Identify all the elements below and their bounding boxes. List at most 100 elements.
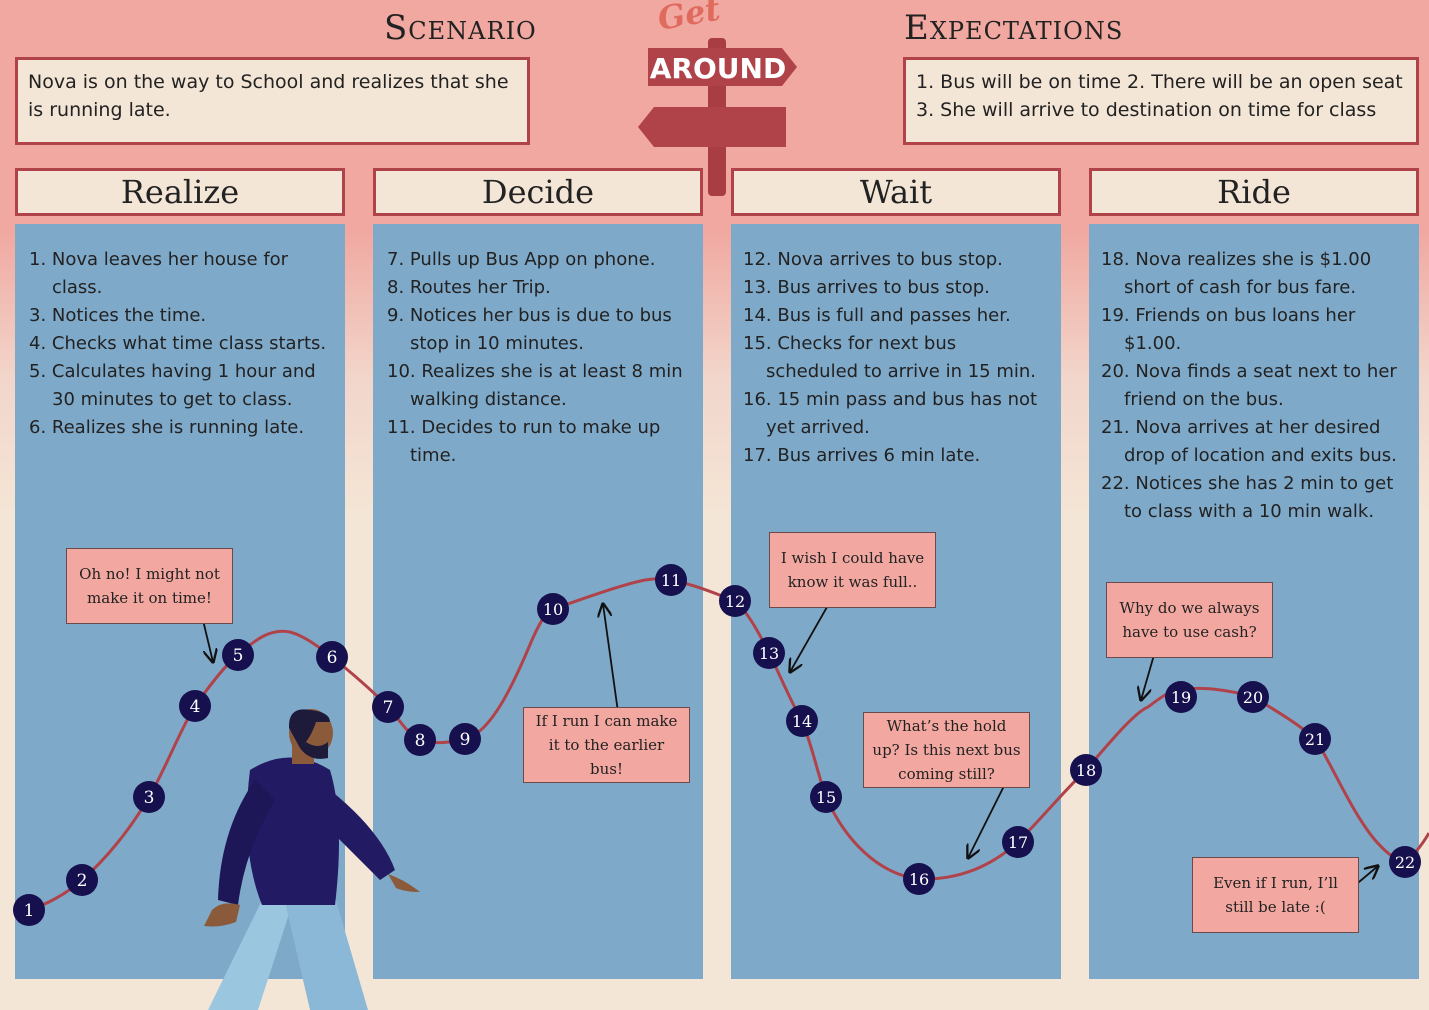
thought-bubble-ride-cash: Why do we always have to use cash? <box>1106 582 1273 658</box>
step-node-circle <box>1389 846 1421 878</box>
step-node-16: 16 <box>903 863 935 895</box>
step-node-12: 12 <box>719 585 751 617</box>
step-item: 16. 15 min pass and bus has not yet arri… <box>743 389 1038 438</box>
step-node-circle <box>222 639 254 671</box>
phase-header-decide: Decide <box>373 168 703 216</box>
step-item: 9. Notices her bus is due to bus stop in… <box>387 305 672 354</box>
step-node-14: 14 <box>786 705 818 737</box>
step-node-15: 15 <box>810 781 842 813</box>
step-node-label: 6 <box>327 648 338 668</box>
step-item: 17. Bus arrives 6 min late. <box>743 445 981 466</box>
step-node-circle <box>1299 723 1331 755</box>
step-node-label: 1 <box>24 901 35 921</box>
step-node-circle <box>449 723 481 755</box>
step-item: 1. Nova leaves her house for class. <box>29 249 289 298</box>
step-node-circle <box>1237 681 1269 713</box>
step-node-circle <box>133 781 165 813</box>
step-node-circle <box>903 863 935 895</box>
step-item: 8. Routes her Trip. <box>387 277 551 298</box>
step-node-10: 10 <box>537 593 569 625</box>
step-node-8: 8 <box>404 724 436 756</box>
thought-bubble-realize: Oh no! I might not make it on time! <box>66 548 233 624</box>
scenario-box: Nova is on the way to School and realize… <box>15 57 530 145</box>
expectation-line-1: 1. Bus will be on time 2. There will be … <box>916 71 1403 93</box>
step-item: 3. Notices the time. <box>29 305 207 326</box>
thought-bubble-wait-full: I wish I could have know it was full.. <box>769 532 936 608</box>
step-node-label: 7 <box>383 698 394 718</box>
step-node-circle <box>1165 681 1197 713</box>
thought-bubble-wait-holdup: What’s the hold up? Is this next bus com… <box>863 712 1030 788</box>
step-item: 22. Notices she has 2 min to get to clas… <box>1101 473 1394 522</box>
steps-list-ride: 18. Nova realizes she is $1.00 short of … <box>1101 246 1411 526</box>
step-node-9: 9 <box>449 723 481 755</box>
step-node-label: 14 <box>792 712 812 731</box>
step-node-label: 10 <box>543 600 563 619</box>
step-node-4: 4 <box>179 690 211 722</box>
step-node-label: 19 <box>1171 688 1191 707</box>
step-node-circle <box>810 781 842 813</box>
step-node-label: 12 <box>725 592 745 611</box>
bubble-pointer-arrow <box>603 604 619 713</box>
step-item: 11. Decides to run to make up time. <box>387 417 661 466</box>
step-node-label: 4 <box>190 697 201 717</box>
step-node-circle <box>316 641 348 673</box>
step-node-5: 5 <box>222 639 254 671</box>
step-item: 5. Calculates having 1 hour and 30 minut… <box>29 361 316 410</box>
step-node-17: 17 <box>1002 826 1034 858</box>
step-node-2: 2 <box>66 864 98 896</box>
step-node-label: 3 <box>144 788 155 808</box>
step-node-7: 7 <box>372 691 404 723</box>
step-node-circle <box>719 585 751 617</box>
step-node-label: 8 <box>415 731 426 751</box>
emotion-curve-line <box>28 577 1429 912</box>
step-node-circle <box>786 705 818 737</box>
steps-list-realize: 1. Nova leaves her house for class. 3. N… <box>29 246 339 442</box>
step-node-label: 18 <box>1076 761 1096 780</box>
step-node-label: 17 <box>1008 833 1028 852</box>
step-item: 12. Nova arrives to bus stop. <box>743 249 1003 270</box>
scenario-text: Nova is on the way to School and realize… <box>28 71 509 121</box>
step-node-circle <box>655 564 687 596</box>
step-node-circle <box>66 864 98 896</box>
expectation-line-2: 3. She will arrive to destination on tim… <box>916 99 1377 121</box>
expectations-box: 1. Bus will be on time 2. There will be … <box>903 57 1419 145</box>
step-item: 19. Friends on bus loans her $1.00. <box>1101 305 1356 354</box>
step-node-11: 11 <box>655 564 687 596</box>
step-node-label: 5 <box>233 646 244 666</box>
step-item: 14. Bus is full and passes her. <box>743 305 1011 326</box>
step-item: 10. Realizes she is at least 8 min walki… <box>387 361 683 410</box>
step-item: 18. Nova realizes she is $1.00 short of … <box>1101 249 1372 298</box>
steps-list-decide: 7. Pulls up Bus App on phone. 8. Routes … <box>387 246 687 470</box>
expectations-title: Expectations <box>904 8 1124 48</box>
step-node-circle <box>179 690 211 722</box>
step-node-20: 20 <box>1237 681 1269 713</box>
step-node-label: 13 <box>759 644 779 663</box>
step-node-label: 11 <box>661 571 681 590</box>
step-node-label: 2 <box>77 871 88 891</box>
step-node-circle <box>1002 826 1034 858</box>
phase-header-wait: Wait <box>731 168 1061 216</box>
step-node-22: 22 <box>1389 846 1421 878</box>
step-node-19: 19 <box>1165 681 1197 713</box>
step-node-circle <box>404 724 436 756</box>
step-node-13: 13 <box>753 637 785 669</box>
phase-header-realize: Realize <box>15 168 345 216</box>
step-node-label: 21 <box>1305 730 1325 749</box>
phase-column-decide <box>373 224 703 979</box>
step-item: 4. Checks what time class starts. <box>29 333 327 354</box>
step-node-21: 21 <box>1299 723 1331 755</box>
step-node-label: 22 <box>1395 853 1415 872</box>
step-item: 7. Pulls up Bus App on phone. <box>387 249 656 270</box>
step-item: 21. Nova arrives at her desired drop of … <box>1101 417 1397 466</box>
steps-list-wait: 12. Nova arrives to bus stop. 13. Bus ar… <box>743 246 1049 470</box>
bubble-pointer-arrow <box>790 599 832 672</box>
step-node-circle <box>753 637 785 669</box>
step-item: 6. Realizes she is running late. <box>29 417 305 438</box>
bubble-pointer-arrow <box>968 779 1008 858</box>
step-node-label: 9 <box>460 730 471 750</box>
step-node-6: 6 <box>316 641 348 673</box>
step-item: 15. Checks for next bus scheduled to arr… <box>743 333 1036 382</box>
step-node-circle <box>372 691 404 723</box>
